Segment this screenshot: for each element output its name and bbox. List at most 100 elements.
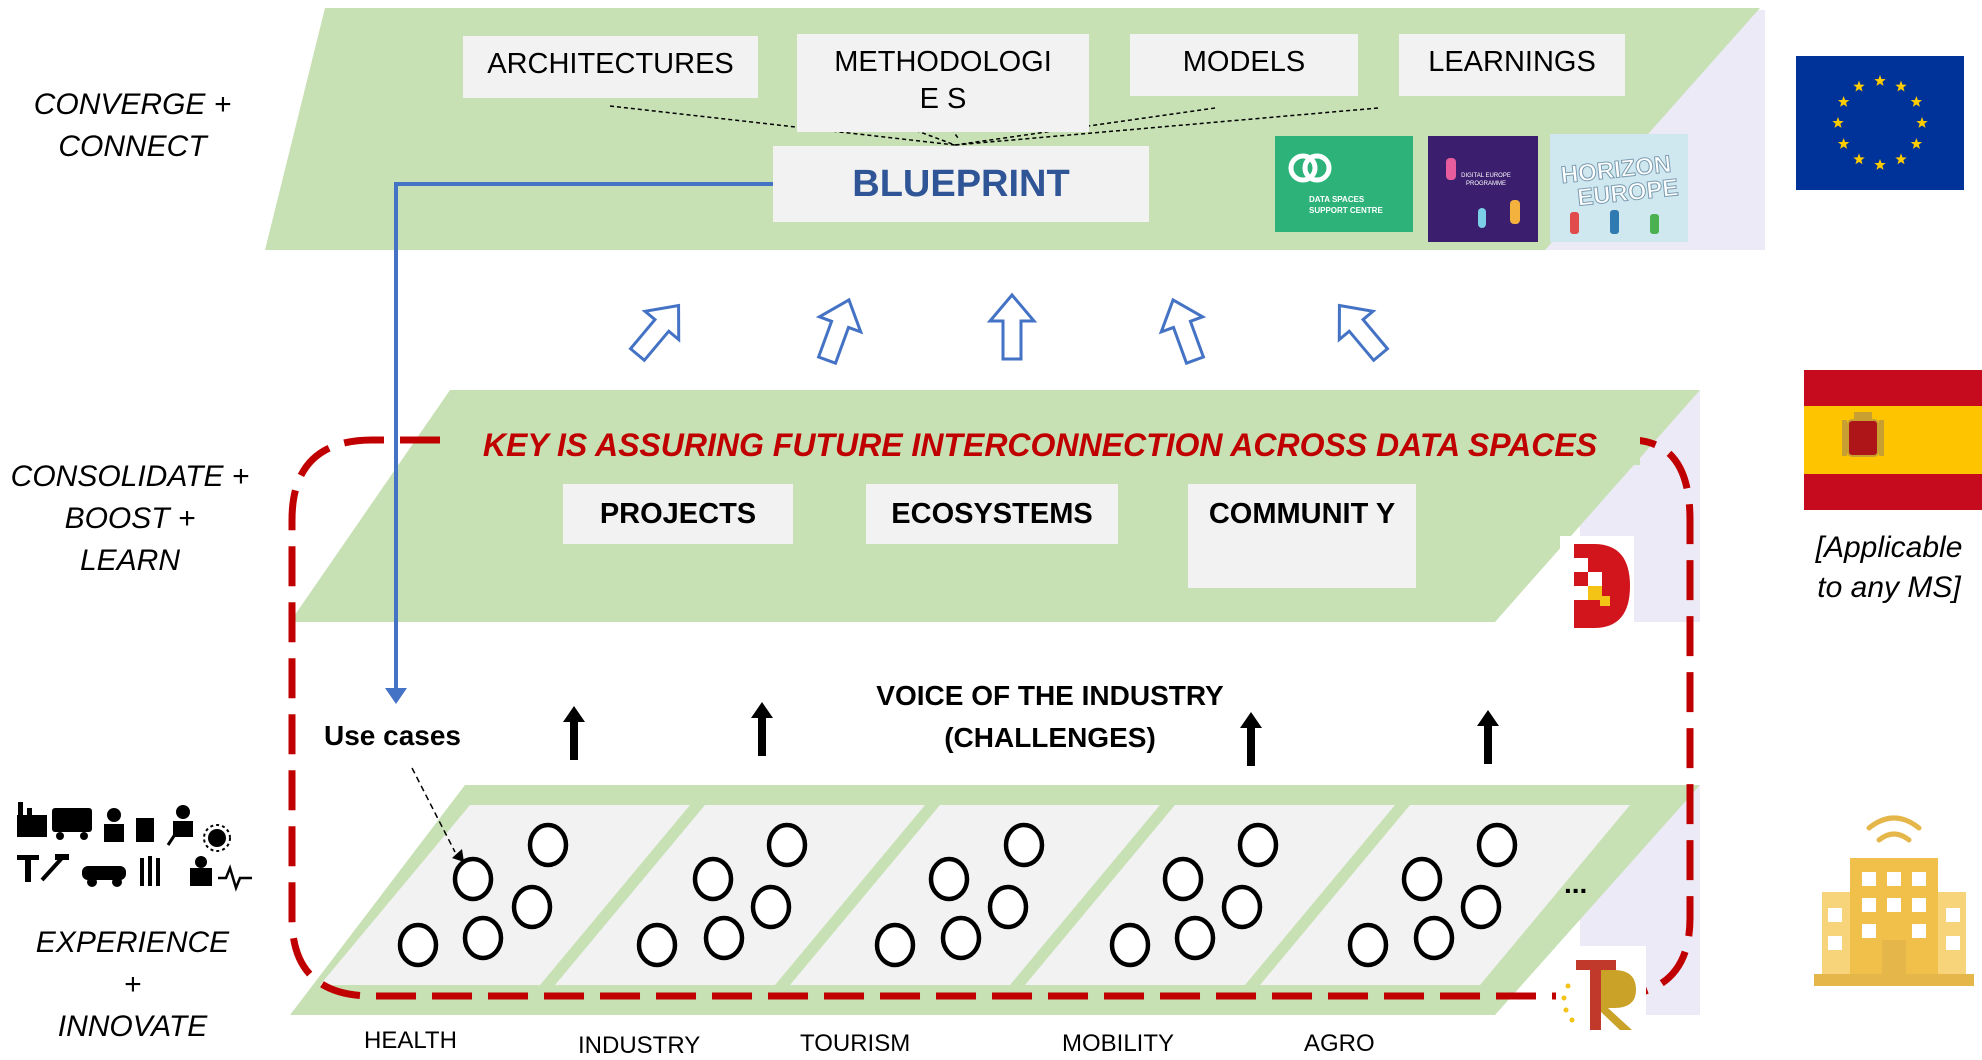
dssc-logo: DATA SPACES SUPPORT CENTRE [1275, 136, 1413, 232]
eu-star-icon [1916, 117, 1928, 128]
voice-line: (CHALLENGES) [944, 722, 1156, 753]
dssc-logo-text: DATA SPACES SUPPORT CENTRE [1309, 194, 1409, 216]
data-spaces-d-logo [1560, 536, 1634, 636]
use-case-circle [874, 922, 916, 968]
level-label-line: LEARN [79, 544, 181, 577]
spain-coat-of-arms-icon [1842, 412, 1884, 457]
use-case-circle [452, 856, 494, 902]
oil-pump-icon [17, 855, 39, 882]
black-up-arrow [563, 706, 585, 760]
use-case-circle [928, 856, 970, 902]
use-case-circle [1162, 856, 1204, 902]
applicable-note-line: [Applicable [1815, 531, 1963, 564]
applicable-note-line: to any MS] [1817, 571, 1961, 604]
eu-star-icon [1874, 159, 1886, 170]
sector-label-agro: AGRO [1304, 1030, 1375, 1057]
use-case-circle [1221, 884, 1263, 930]
doctor-icon [166, 805, 193, 846]
level-label-line: BOOST + [64, 502, 196, 535]
hammer-icon [40, 854, 69, 882]
hollow-up-arrow [628, 303, 681, 363]
dssc-mark-icon [1288, 153, 1332, 183]
hollow-up-arrow [815, 297, 864, 366]
convergence-line [609, 105, 956, 146]
decorative-figure [1510, 200, 1520, 224]
decorative-figure [1650, 214, 1659, 234]
learnings-box: LEARNINGS [1399, 34, 1625, 96]
use-case-circle [1109, 922, 1151, 968]
convergence-line [954, 107, 1216, 146]
eu-star-icon [1832, 117, 1844, 128]
decorative-figure [1610, 210, 1619, 234]
horizon-europe-logo-text: HORIZON EUROPE [1559, 150, 1684, 212]
blueprint-connector [394, 182, 773, 692]
use-case-circle [766, 822, 808, 868]
level-label-line: INNOVATE [57, 1010, 208, 1043]
factory-icon [17, 802, 47, 837]
level-label-middle: CONSOLIDATE + BOOST + LEARN [0, 456, 260, 582]
eu-star-icon [1837, 138, 1850, 149]
use-case-circle [1237, 822, 1279, 868]
use-case-circle [987, 884, 1029, 930]
train-icon [52, 808, 92, 840]
convergence-line [954, 107, 1379, 146]
worker-icon [190, 856, 212, 886]
use-case-circle [636, 922, 678, 968]
level-label-bottom: EXPERIENCE + INNOVATE [10, 922, 255, 1048]
level-label-line: CONSOLIDATE + [10, 460, 250, 493]
decorative-figure [1446, 158, 1456, 180]
use-case-circle [1174, 915, 1216, 961]
sector-label-health: HEALTH [364, 1027, 457, 1054]
use-case-circle [1347, 922, 1389, 968]
wheat-icon [140, 856, 160, 886]
sector-label-tourism: TOURISM [800, 1030, 911, 1057]
eu-star-icon [1853, 153, 1865, 165]
decorative-figure [1570, 212, 1579, 234]
spain-flag-icon [1804, 370, 1982, 510]
use-case-circle [511, 884, 553, 930]
more-sectors-ellipsis: ... [1564, 868, 1588, 899]
farmer-icon [104, 808, 124, 842]
level-label-top: CONVERGE + CONNECT [10, 84, 255, 168]
ecosystems-box: ECOSYSTEMS [866, 484, 1118, 544]
blueprint-connector-arrowhead [385, 688, 407, 704]
use-case-circle [397, 922, 439, 968]
dssc-logo-line: DATA SPACES [1309, 195, 1365, 204]
digital-europe-logo-text: DIGITAL EUROPE PROGRAMME [1461, 173, 1511, 187]
eu-star-icon [1837, 96, 1850, 107]
architectures-box: ARCHITECTURES [463, 36, 758, 98]
eu-star-icon [1895, 80, 1907, 92]
electric-car-icon [82, 866, 126, 887]
eu-star-icon [1910, 96, 1923, 107]
tr-logo [1556, 946, 1646, 1036]
blueprint-box: BLUEPRINT [773, 146, 1149, 222]
use-case-circle [462, 915, 504, 961]
use-case-circle [750, 884, 792, 930]
virus-icon [203, 824, 231, 852]
eu-stars [1832, 75, 1928, 170]
use-cases-pointer [411, 767, 456, 853]
black-up-arrow [1477, 710, 1499, 764]
hollow-up-arrow [986, 292, 1038, 361]
eu-star-icon [1910, 138, 1923, 149]
projects-box: PROJECTS [563, 484, 793, 544]
use-case-circle [1413, 915, 1455, 961]
community-box: COMMUNIT Y [1188, 484, 1416, 588]
smart-building-icon [1814, 815, 1974, 986]
methodologies-box: METHODOLOGIE S [797, 34, 1089, 132]
interconnection-border [288, 436, 1694, 1000]
level-label-line: CONVERGE + [33, 88, 232, 121]
use-cases-pointer-head [452, 849, 464, 862]
level-label-line: CONNECT [58, 130, 207, 163]
hollow-up-arrow [1158, 297, 1207, 366]
fuel-icon [136, 818, 154, 842]
applicable-note: [Applicable to any MS] [1796, 528, 1982, 608]
sector-label-industry: INDUSTRY [578, 1032, 701, 1059]
eu-flag-icon [1796, 56, 1964, 190]
use-case-circle [527, 822, 569, 868]
hollow-up-arrow [1337, 303, 1390, 363]
level-label-line: EXPERIENCE [35, 926, 230, 959]
use-case-circle [1401, 856, 1443, 902]
use-case-circle [940, 915, 982, 961]
use-case-circle [1460, 884, 1502, 930]
